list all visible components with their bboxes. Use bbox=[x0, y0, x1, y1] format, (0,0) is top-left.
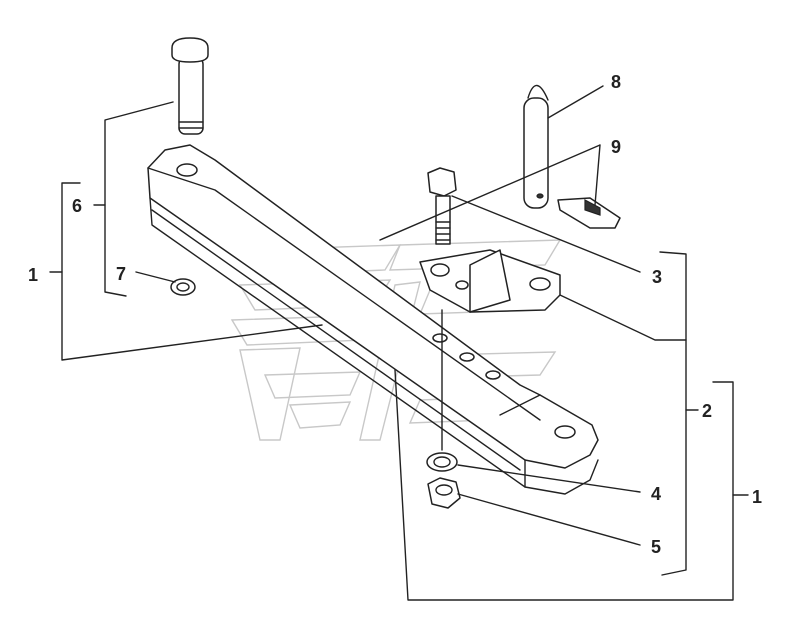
pin-bolt-part-6 bbox=[171, 37, 209, 135]
lynch-pin-part-8 bbox=[523, 84, 549, 209]
callout-9: 9 bbox=[611, 137, 621, 157]
nut-part-5 bbox=[427, 477, 461, 509]
drawbar-part bbox=[147, 144, 599, 495]
callout-7: 7 bbox=[116, 264, 126, 284]
washer-part-7 bbox=[170, 278, 196, 296]
washer-part-4 bbox=[426, 452, 458, 472]
callout-2: 2 bbox=[702, 401, 712, 421]
callout-8: 8 bbox=[611, 72, 621, 92]
leader-lines bbox=[49, 85, 749, 601]
clip-part-9 bbox=[557, 197, 621, 229]
bolt-part-3 bbox=[427, 167, 457, 245]
callout-3: 3 bbox=[652, 267, 662, 287]
callout-1-left: 1 bbox=[28, 265, 38, 285]
callout-6: 6 bbox=[72, 196, 82, 216]
callout-5: 5 bbox=[651, 537, 661, 557]
callout-4: 4 bbox=[651, 484, 661, 504]
bracket-part-2 bbox=[419, 249, 561, 313]
callout-1-right: 1 bbox=[752, 487, 762, 507]
